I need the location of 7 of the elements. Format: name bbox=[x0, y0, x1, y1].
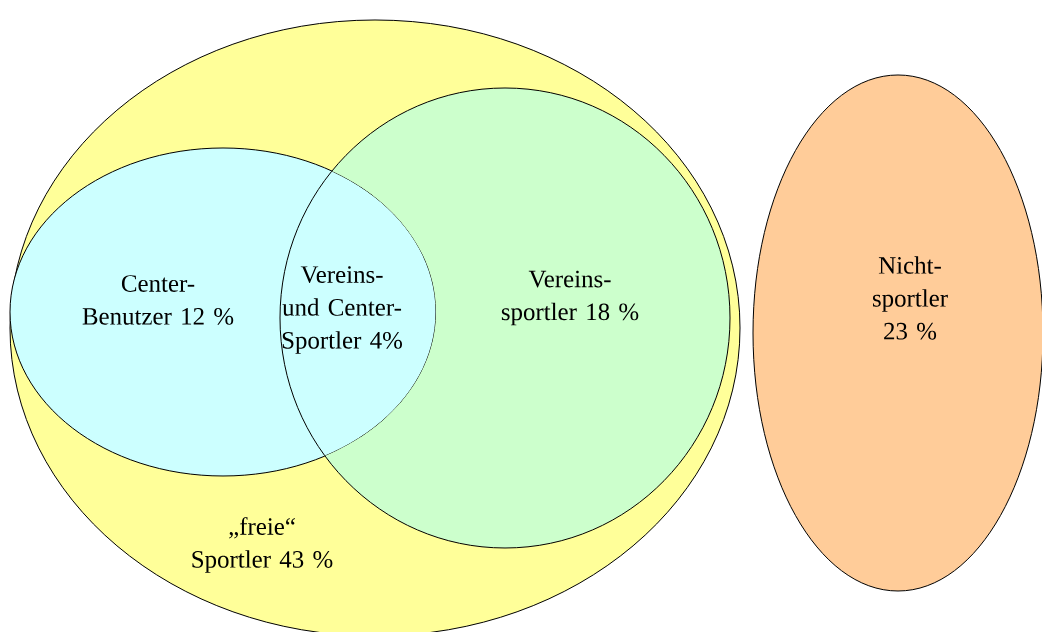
region-label: Vereins- und Center-Sportler 4% bbox=[282, 266, 402, 354]
ellipse bbox=[752, 74, 1042, 592]
region-label: „freie“ Sportler 43 % bbox=[192, 517, 333, 573]
ellipse bbox=[9, 147, 437, 477]
region-label: Vereins-sportler 18 % bbox=[501, 270, 639, 326]
region-label: Nicht-sportler 23 % bbox=[873, 256, 948, 340]
region-label: Center-Benutzer 12 % bbox=[82, 275, 234, 325]
